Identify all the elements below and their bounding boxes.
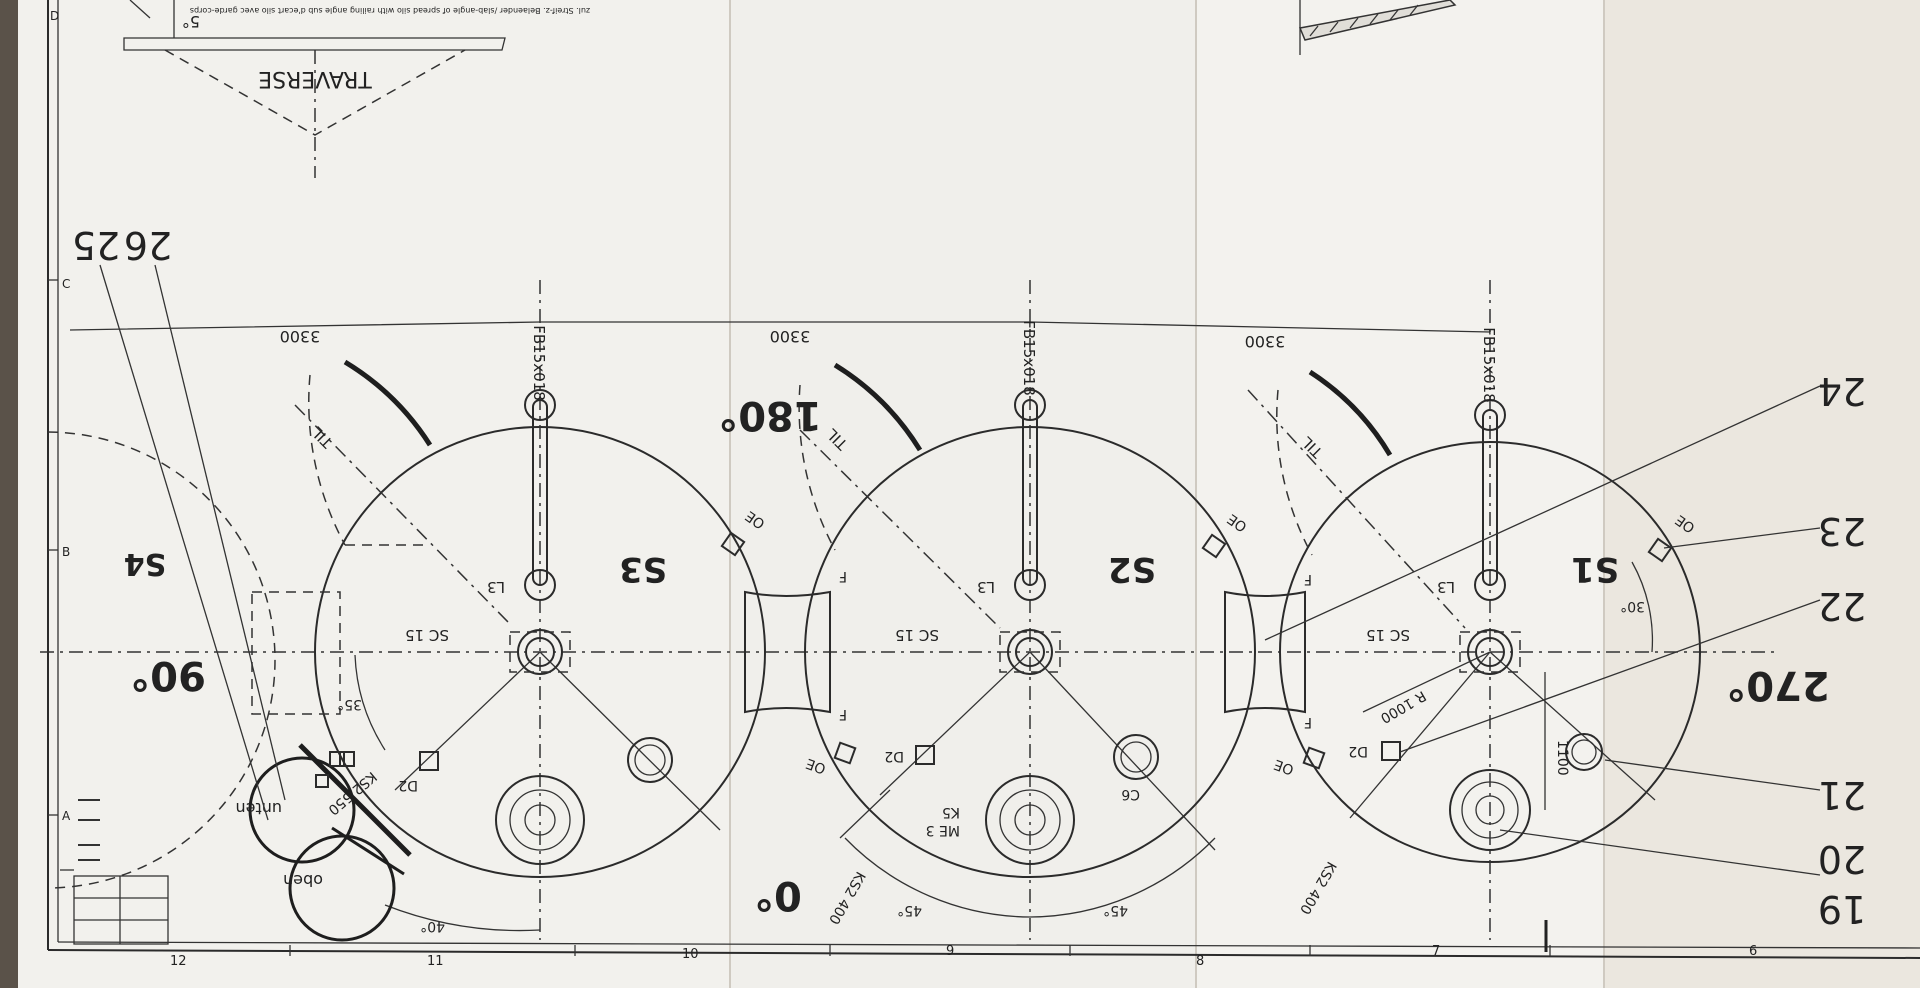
drawing-label: FB15x018 (530, 325, 548, 401)
drawing-label: F (839, 706, 847, 722)
drawing-label: D2 (398, 777, 418, 793)
grid-number: 9 (946, 944, 954, 959)
grid-number: 10 (682, 947, 699, 962)
drawing-label: D2 (1348, 743, 1368, 759)
drawing-label: 180° (718, 392, 822, 438)
drawing-label: SC 15 (405, 626, 449, 644)
drawing-label: ME 3 (926, 822, 960, 838)
drawing-label: 1100 (1554, 740, 1570, 776)
grid-number: 8 (1196, 954, 1204, 969)
title-block (60, 799, 169, 945)
drawing-label: 45° (897, 902, 922, 918)
drawing-label: 26 (124, 223, 172, 267)
drawing-label: OE (1272, 756, 1296, 778)
drawing-label: L3 (1437, 578, 1455, 596)
drawing-label: D2 (884, 748, 904, 764)
drawing-label: OE (804, 755, 828, 777)
left-table-edge (0, 0, 20, 988)
grid-number: 12 (170, 954, 187, 969)
drawing-label: L3 (977, 578, 995, 596)
drawing-label: S3 (619, 549, 667, 589)
drawing-label: 3300 (280, 327, 321, 346)
drawing-label: SC 15 (1366, 626, 1410, 644)
silo-s4: S4 unten oben (47, 431, 412, 942)
grid-number: 7 (1432, 944, 1440, 959)
drawing-label: 45° (1103, 902, 1128, 918)
drawing-label: SC 15 (895, 626, 939, 644)
grid-number: 6 (1749, 944, 1757, 959)
drawing-label: 19 (1818, 887, 1866, 931)
traverse-detail: TRAVERSE 5° zul. Streif-z. Belaender /sl… (123, 0, 590, 178)
drawing-label: L3 (487, 578, 505, 596)
drawing-label: K5 (942, 804, 960, 820)
drawing-label: F (1304, 571, 1312, 587)
angle-labels: 270° 180° 90° 0° (130, 392, 1830, 918)
drawing-label: FB15x018 (1480, 327, 1498, 403)
railing-note: zul. Streif-z. Belaender /slab-angle of … (190, 6, 590, 15)
grid-number: 11 (427, 954, 444, 969)
drawing-label: C6 (1121, 786, 1140, 802)
drawing-label: S4 (124, 546, 166, 581)
drawing-label: 30° (1620, 598, 1645, 614)
part-callouts: 19 20 21 22 23 24 26 25 (72, 223, 1866, 931)
grid-labels: 6 7 8 9 10 11 12 D C B A (50, 9, 1757, 969)
paper-sheet (18, 0, 1920, 988)
drawing-label: oben (283, 871, 323, 890)
dimension-3300: 3300 3300 3300 (69, 321, 1491, 351)
drawing-label: 23 (1818, 509, 1866, 553)
drawing-label: 90° (130, 652, 206, 698)
bridge-connectors (744, 590, 1306, 714)
drawing-label: S1 (1571, 549, 1619, 589)
drawing-label: 35° (337, 696, 362, 712)
drawing-label: 21 (1818, 773, 1866, 817)
drawing-label: 20 (1818, 837, 1866, 881)
hatched-support (1298, 0, 1457, 55)
drawing-label: 270° (1726, 662, 1830, 708)
traverse-label: TRAVERSE (258, 66, 373, 91)
drawing-label: 3300 (770, 327, 811, 346)
drawing-label: 24 (1818, 369, 1866, 413)
grid-letter: B (62, 545, 70, 559)
drawing-label: unten (235, 799, 282, 818)
grid-letter: C (62, 277, 70, 291)
drawing-label: F (1304, 714, 1312, 730)
drawing-label: 0° (754, 872, 802, 918)
drawing-label: F (839, 568, 847, 584)
drawing-label: 22 (1818, 584, 1866, 628)
drawing-label: S2 (1108, 549, 1156, 589)
drawing-frame (47, 0, 1920, 959)
grid-letter: A (62, 809, 71, 823)
drawing-label: 3300 (1245, 332, 1286, 351)
drawing-label: 25 (72, 223, 120, 267)
drawing-label: 40° (420, 918, 445, 934)
grid-letter: D (50, 9, 59, 23)
angle-5: 5° (182, 12, 200, 31)
drawing-label: FB15x018 (1020, 320, 1038, 396)
